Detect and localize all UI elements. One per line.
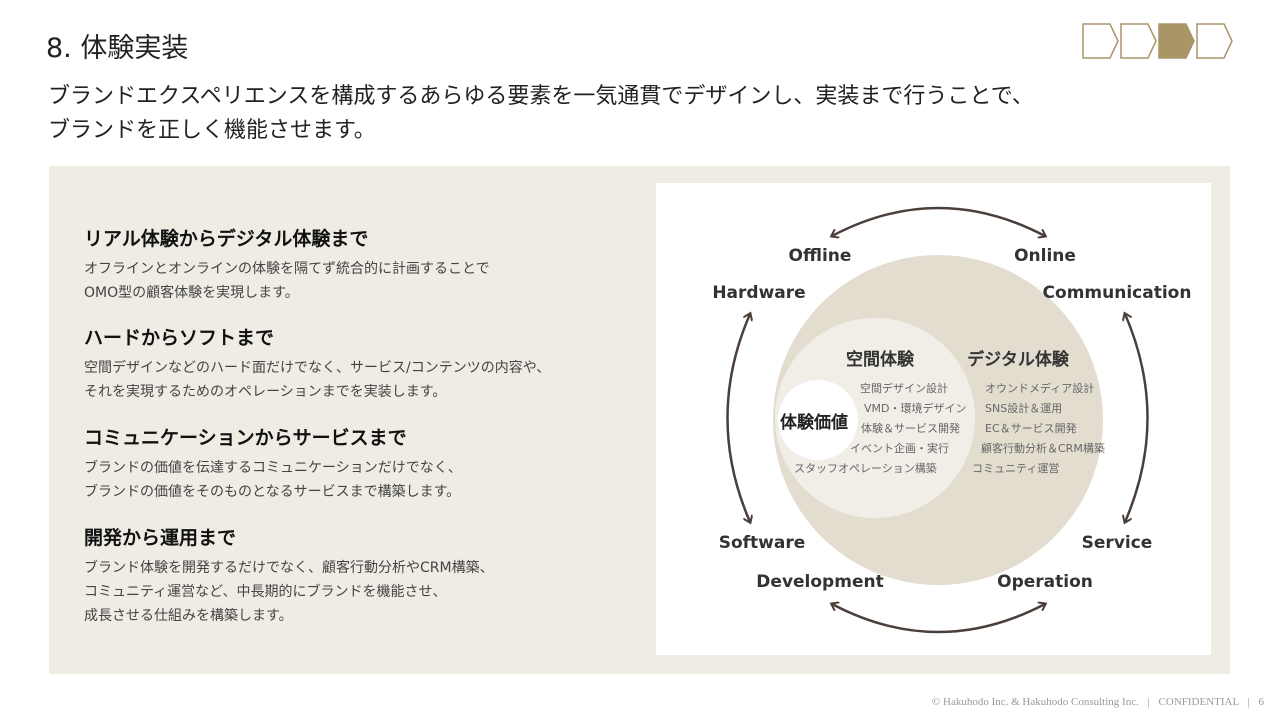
lead-text: ブランドエクスペリエンスを構成するあらゆる要素を一気通貫でデザインし、実装まで行…	[48, 80, 1034, 148]
digital-item: 顧客行動分析＆CRM構築	[981, 441, 1105, 455]
section-line: ブランドの価値をそのものとなるサービスまで構築します。	[84, 484, 461, 500]
digital-title: デジタル体験	[967, 349, 1070, 370]
section-line: ブランド体験を開発するだけでなく、顧客行動分析やCRM構築、	[84, 560, 494, 576]
spatial-circle	[775, 318, 975, 518]
copyright: © Hakuhodo Inc. & Hakuhodo Consulting In…	[931, 696, 1139, 708]
lead-line: ブランドエクスペリエンスを構成するあらゆる要素を一気通貫でデザインし、実装まで行…	[48, 84, 1034, 109]
label-online: Online	[1014, 246, 1076, 266]
section-hard-soft: ハードからソフトまで 空間デザインなどのハード面だけでなく、サービス/コンテンツ…	[84, 323, 550, 404]
label-communication: Communication	[1043, 283, 1192, 303]
section-line: ブランドの価値を伝達するコミュニケーションだけでなく、	[84, 460, 462, 476]
section-line: OMO型の顧客体験を実現します。	[84, 285, 299, 301]
progress-steps	[1082, 23, 1233, 59]
step-2	[1120, 23, 1157, 59]
section-line: オフラインとオンラインの体験を隔てず統合的に計画することで	[84, 261, 490, 277]
section-real-digital: リアル体験からデジタル体験まで オフラインとオンラインの体験を隔てず統合的に計画…	[84, 224, 490, 305]
digital-item: コミュニティ運営	[972, 461, 1059, 475]
section-line: 空間デザインなどのハード面だけでなく、サービス/コンテンツの内容や、	[84, 360, 551, 376]
experience-diagram: Offline Online Hardware Communication So…	[656, 183, 1211, 655]
core-circle	[778, 380, 858, 460]
label-software: Software	[719, 533, 806, 553]
label-offline: Offline	[789, 246, 852, 266]
label-operation: Operation	[997, 572, 1093, 592]
step-3-active	[1158, 23, 1195, 59]
label-service: Service	[1082, 533, 1153, 553]
label-development: Development	[756, 572, 883, 592]
section-title: リアル体験からデジタル体験まで	[84, 228, 369, 250]
arrow-top	[832, 206, 1045, 236]
footer: © Hakuhodo Inc. & Hakuhodo Consulting In…	[931, 696, 1265, 708]
digital-item: SNS設計＆運用	[985, 401, 1062, 415]
section-line: それを実現するためのオペレーションまでを実装します。	[84, 384, 447, 400]
arrow-bottom	[832, 604, 1045, 634]
page-number: 6	[1258, 696, 1265, 708]
digital-item: オウンドメディア設計	[985, 381, 1094, 395]
section-dev-ops: 開発から運用まで ブランド体験を開発するだけでなく、顧客行動分析やCRM構築、 …	[84, 523, 494, 628]
digital-item: EC＆サービス開発	[985, 421, 1077, 435]
arrow-left	[726, 314, 751, 522]
lead-line: ブランドを正しく機能させます。	[48, 118, 376, 143]
spatial-item: 体験＆サービス開発	[861, 421, 960, 435]
page-title: 8. 体験実装	[46, 33, 189, 64]
section-line: 成長させる仕組みを構築します。	[84, 608, 293, 624]
step-4	[1196, 23, 1233, 59]
spatial-item: 空間デザイン設計	[860, 381, 948, 395]
spatial-item: イベント企画・実行	[850, 441, 949, 455]
spatial-title: 空間体験	[846, 349, 915, 370]
label-hardware: Hardware	[712, 283, 805, 303]
section-comm-service: コミュニケーションからサービスまで ブランドの価値を伝達するコミュニケーションだ…	[84, 423, 462, 504]
section-title: コミュニケーションからサービスまで	[84, 427, 407, 449]
section-title: ハードからソフトまで	[84, 327, 275, 349]
arrow-right	[1125, 314, 1149, 522]
confidential-label: CONFIDENTIAL	[1158, 696, 1239, 708]
section-title: 開発から運用まで	[84, 527, 237, 549]
spatial-item: スタッフオペレーション構築	[794, 461, 937, 475]
step-1	[1082, 23, 1119, 59]
spatial-item: VMD・環境デザイン	[864, 401, 967, 415]
section-line: コミュニティ運営など、中長期的にブランドを機能させ、	[84, 584, 447, 600]
core-label: 体験価値	[780, 412, 848, 433]
